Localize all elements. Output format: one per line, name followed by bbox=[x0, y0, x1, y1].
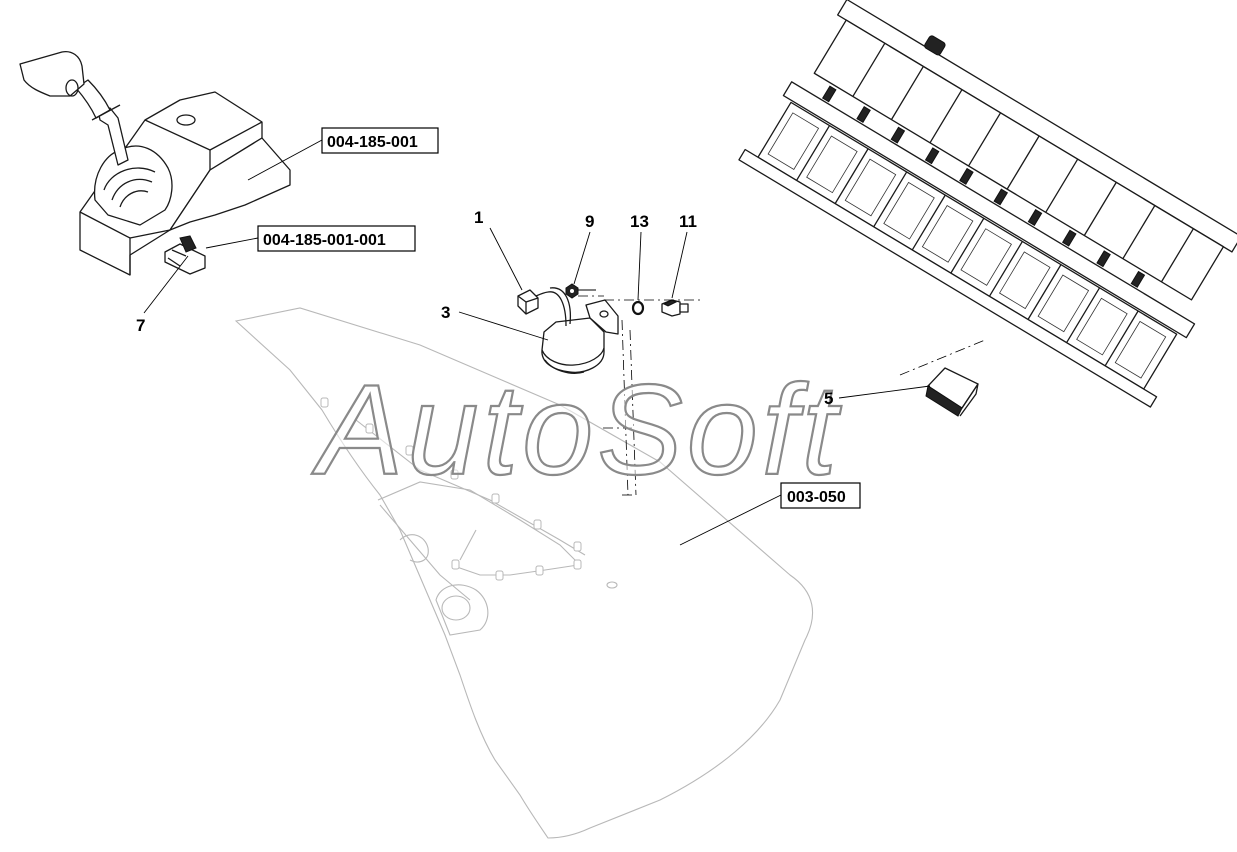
callout-7: 7 bbox=[136, 316, 145, 335]
callout-3: 3 bbox=[441, 303, 450, 322]
leader-lines bbox=[143, 139, 931, 546]
reference-labels: 004-185-001 004-185-001-001 003-050 bbox=[257, 127, 861, 509]
callout-1: 1 bbox=[474, 208, 483, 227]
assembly-axis-lines bbox=[578, 295, 986, 496]
reference-box-shifter bbox=[321, 127, 439, 154]
shifter-assembly bbox=[19, 50, 291, 276]
callout-5: 5 bbox=[824, 389, 833, 408]
watermark-text: AutoSoft bbox=[311, 359, 841, 502]
reference-box-switch bbox=[257, 225, 416, 252]
reference-switch: 004-185-001-001 bbox=[263, 232, 386, 249]
reference-shifter: 004-185-001 bbox=[327, 134, 418, 151]
buzzer-assembly bbox=[517, 287, 619, 374]
dashboard-panel bbox=[234, 307, 814, 839]
callout-11: 11 bbox=[679, 212, 697, 231]
fasteners bbox=[565, 283, 689, 317]
reference-box-panel bbox=[780, 482, 861, 509]
instrument-cluster bbox=[738, 0, 1237, 417]
callout-9: 9 bbox=[585, 212, 594, 231]
reference-panel: 003-050 bbox=[787, 489, 846, 506]
callout-13: 13 bbox=[630, 212, 649, 231]
callout-labels: 1 3 5 7 9 11 13 bbox=[136, 208, 833, 408]
